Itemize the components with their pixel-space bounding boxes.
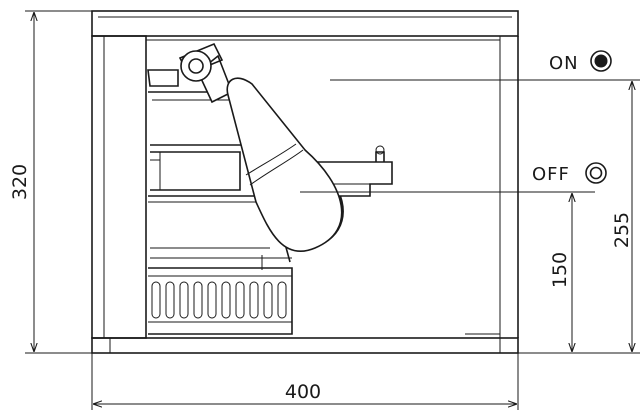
width-dimension-text: 400 [285, 381, 321, 403]
dimension-height: 320 [9, 12, 34, 352]
off-level-dimension-text: 150 [549, 252, 571, 288]
dimension-width: 400 [93, 381, 517, 404]
off-label: OFF [532, 164, 570, 185]
level-lines [25, 10, 640, 410]
dimension-on-level: 255 [611, 81, 633, 352]
float-switch [178, 42, 343, 253]
off-inner-ring-icon [589, 166, 603, 180]
on-level-dimension-text: 255 [611, 212, 633, 248]
basin-housing [91, 10, 519, 354]
dimension-off-level: 150 [549, 193, 572, 352]
strainer-slots [151, 281, 287, 319]
on-filled-dot-icon [594, 54, 608, 68]
on-label: ON [549, 53, 579, 74]
on-indicator: ON [549, 50, 612, 74]
off-indicator: OFF [532, 162, 607, 185]
off-ring-icon [585, 162, 607, 184]
height-dimension-text: 320 [9, 164, 31, 200]
